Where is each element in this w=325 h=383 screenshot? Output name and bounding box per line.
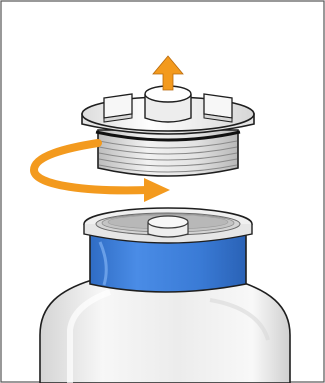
cap (82, 86, 254, 176)
bottle-valve-stem (148, 216, 188, 228)
bottle-body (40, 280, 290, 383)
